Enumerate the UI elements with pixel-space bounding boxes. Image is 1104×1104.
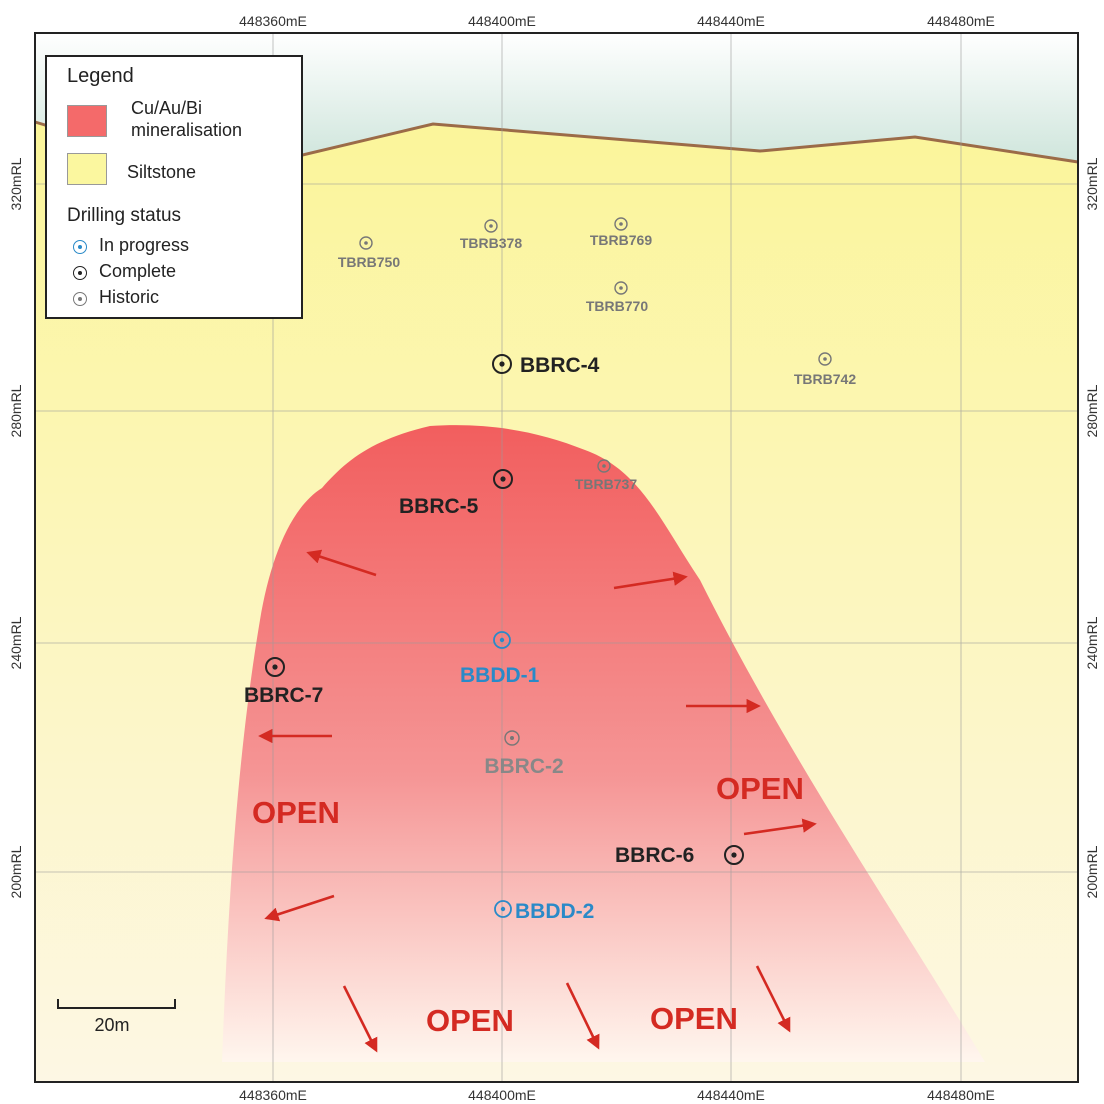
drillhole-label: TBRB742 xyxy=(794,371,856,387)
easting-top-label: 448360mE xyxy=(239,13,307,29)
easting-bottom-label: 448360mE xyxy=(239,1087,307,1103)
open-label: OPEN xyxy=(252,795,340,830)
drillhole-in-progress-icon xyxy=(494,900,512,918)
drillhole-label: BBDD-2 xyxy=(515,900,594,923)
easting-bottom-label: 448440mE xyxy=(697,1087,765,1103)
open-label: OPEN xyxy=(650,1001,738,1036)
scale-bar-label: 20m xyxy=(94,1015,129,1035)
drillhole-label: TBRB770 xyxy=(586,298,648,314)
rl-left-label: 240mRL xyxy=(8,616,24,669)
drillhole-complete-icon xyxy=(492,354,512,374)
easting-top-label: 448480mE xyxy=(927,13,995,29)
open-label: OPEN xyxy=(716,771,804,806)
open-arrow-icon xyxy=(342,985,378,1053)
historic-icon xyxy=(73,292,87,306)
open-arrow-icon xyxy=(264,894,335,922)
rl-left-label: 320mRL xyxy=(8,157,24,210)
in-progress-icon xyxy=(73,240,87,254)
drillhole-label: BBRC-5 xyxy=(399,495,479,518)
drillhole-label: BBRC-6 xyxy=(615,844,694,867)
rl-right-label: 200mRL xyxy=(1084,845,1100,898)
drillhole-historic-icon xyxy=(484,219,498,233)
drillhole-complete-icon xyxy=(724,845,744,865)
scale-bar xyxy=(57,999,176,1009)
map-frame xyxy=(34,32,1079,1083)
drillhole-label: TBRB769 xyxy=(590,232,652,248)
drilling-status-title: Drilling status xyxy=(67,205,182,226)
historic-label: Historic xyxy=(99,287,160,307)
drillhole-label: BBRC-7 xyxy=(244,684,323,707)
drillhole-label: BBRC-2 xyxy=(484,755,563,778)
rl-left-label: 200mRL xyxy=(8,845,24,898)
drillhole-label: BBRC-4 xyxy=(520,354,600,377)
open-arrow-icon xyxy=(565,982,600,1050)
drillhole-label: TBRB737 xyxy=(575,476,637,492)
legend-box: Legend Cu/Au/Bi mineralisation Siltstone… xyxy=(45,55,303,319)
open-arrow-icon xyxy=(743,818,817,836)
mineralisation-body xyxy=(222,425,985,1062)
mineralisation-label: Cu/Au/Bi mineralisation xyxy=(131,98,243,140)
easting-top-label: 448400mE xyxy=(468,13,536,29)
open-arrow-icon xyxy=(613,571,688,590)
easting-bottom-label: 448400mE xyxy=(468,1087,536,1103)
complete-label: Complete xyxy=(99,261,177,281)
drillhole-historic-icon xyxy=(597,459,611,473)
open-arrow-icon xyxy=(306,549,377,577)
open-label: OPEN xyxy=(426,1003,514,1038)
drillhole-complete-icon xyxy=(265,657,285,677)
drillhole-historic-icon xyxy=(504,730,520,746)
easting-top-label: 448440mE xyxy=(697,13,765,29)
siltstone-label: Siltstone xyxy=(127,162,197,182)
rl-right-label: 320mRL xyxy=(1084,157,1100,210)
drillhole-historic-icon xyxy=(818,352,832,366)
drillhole-historic-icon xyxy=(359,236,373,250)
drillhole-complete-icon xyxy=(493,469,513,489)
rl-left-label: 280mRL xyxy=(8,384,24,437)
easting-bottom-label: 448480mE xyxy=(927,1087,995,1103)
mineralisation-swatch xyxy=(67,105,107,137)
drillhole-historic-icon xyxy=(614,217,628,231)
drillhole-label: TBRB750 xyxy=(338,254,400,270)
rl-right-label: 280mRL xyxy=(1084,384,1100,437)
in-progress-label: In progress xyxy=(99,235,190,255)
drillhole-in-progress-icon xyxy=(493,631,511,649)
siltstone-swatch xyxy=(67,153,107,185)
drillhole-label: BBDD-1 xyxy=(460,664,540,687)
legend-title: Legend xyxy=(67,65,134,87)
rl-right-label: 240mRL xyxy=(1084,616,1100,669)
open-arrow-icon xyxy=(755,965,791,1033)
complete-icon xyxy=(73,266,87,280)
drillhole-label: TBRB378 xyxy=(460,235,522,251)
drillhole-historic-icon xyxy=(614,281,628,295)
